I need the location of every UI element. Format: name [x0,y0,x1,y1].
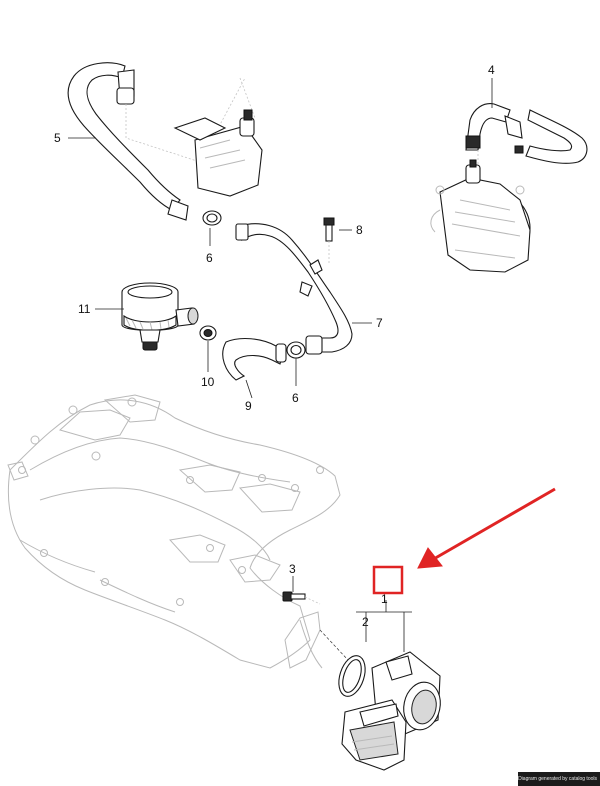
hose-4 [465,103,588,164]
vacuum-pump-right [430,159,531,273]
callout-10: 10 [201,375,215,389]
oil-separator-11 [121,282,199,351]
clamp-6-bottom [286,341,306,359]
callout-2: 2 [362,615,369,629]
arrow-head [417,547,443,569]
callout-6-top: 6 [206,251,213,265]
clamp-6-top [202,210,222,226]
footer-watermark: Diagram generated by catalog tools [518,772,600,786]
intake-manifold-outline [7,394,341,669]
callout-5: 5 [54,131,61,145]
vacuum-pump-top [173,77,263,197]
clamp-10 [199,325,217,341]
callout-9: 9 [245,399,252,413]
callout-7: 7 [376,316,383,330]
callout-1: 1 [381,592,388,606]
callout-4: 4 [488,63,495,77]
callouts: 1 2 3 4 5 6 6 7 8 9 10 11 [54,63,495,629]
throttle-body-1 [341,651,441,771]
leader-lines [68,78,493,652]
callout-3: 3 [289,562,296,576]
bolt-8 [323,217,335,265]
arrow-icon [431,487,556,562]
callout-6-bottom: 6 [292,391,299,405]
bolt-3 [282,591,321,605]
callout-11: 11 [78,302,91,316]
callout-8: 8 [356,223,363,237]
hose-5 [67,62,201,221]
hose-9 [222,337,287,381]
gasket-2 [319,629,366,697]
highlight-marker [372,487,556,595]
highlight-box [372,565,404,595]
hose-7 [235,223,353,355]
